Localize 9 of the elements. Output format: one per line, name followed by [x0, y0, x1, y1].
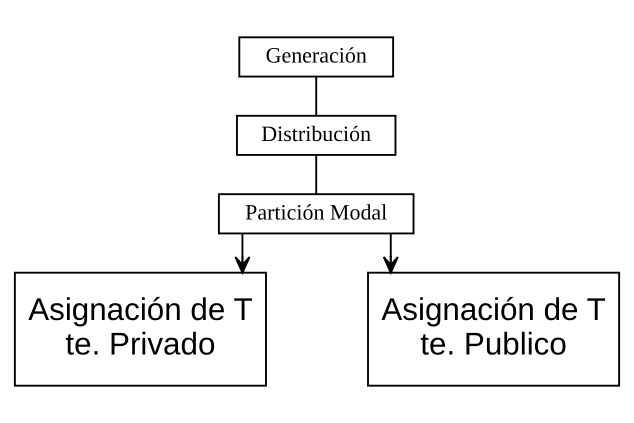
- node-box: Asignación de T te. Publico: [367, 272, 620, 387]
- arrow: [382, 234, 399, 274]
- arrow: [234, 234, 250, 274]
- node-box: Asignación de T te. Privado: [14, 272, 267, 387]
- connector: [315, 155, 318, 194]
- node-box: Distribución: [236, 114, 396, 156]
- node-box: Generación: [238, 36, 394, 78]
- node-box: Partición Modal: [218, 193, 414, 234]
- connector: [315, 76, 318, 116]
